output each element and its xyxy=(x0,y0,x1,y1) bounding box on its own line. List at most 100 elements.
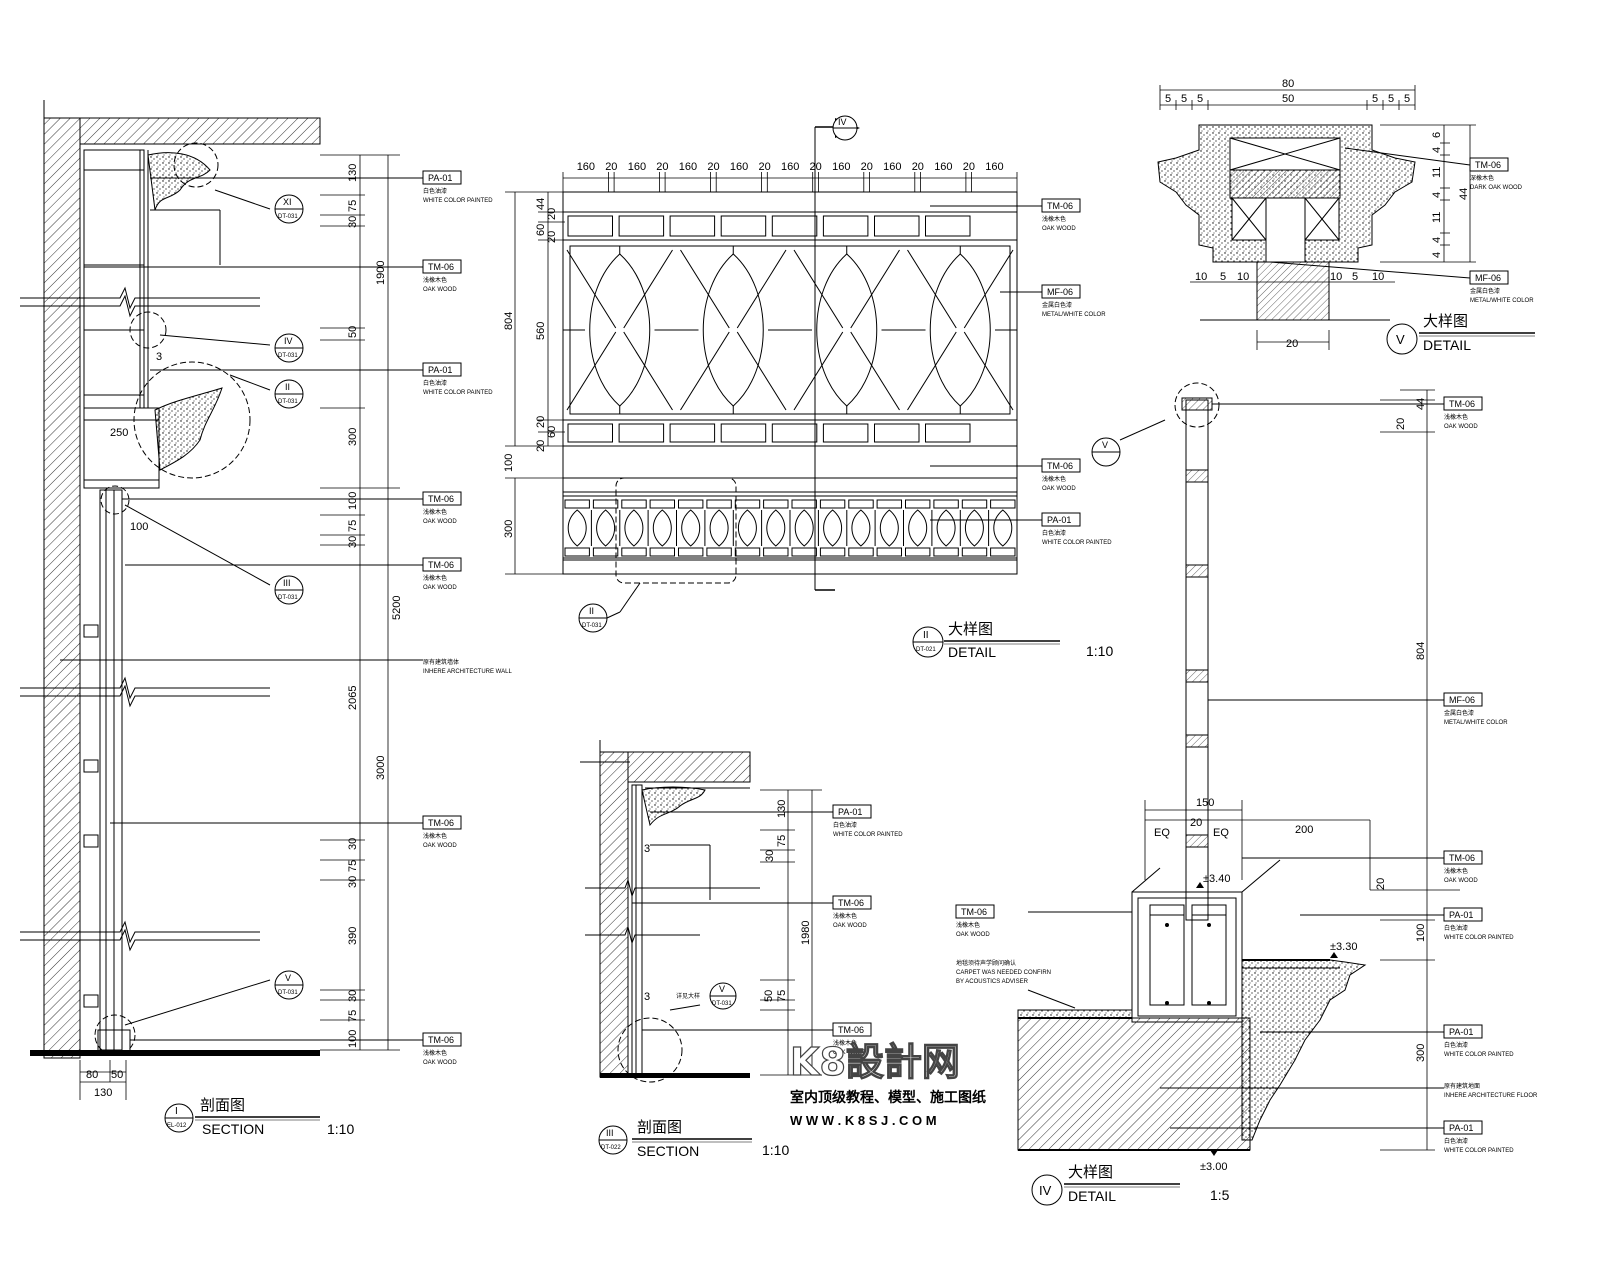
callout-v-num: V xyxy=(285,973,291,983)
dim-text: 20 xyxy=(605,161,617,173)
dim-text: 80 xyxy=(1282,78,1294,90)
tag-pa-01: PA-01 白色油漆 WHITE COLOR PAINTED xyxy=(1443,907,1514,941)
tag-cn: 原有建筑墙体 xyxy=(423,658,459,666)
tag-code: PA-01 xyxy=(1449,1123,1473,1133)
detail-note: 详见大样 xyxy=(676,992,700,1000)
tag-en: WHITE COLOR PAINTED xyxy=(1042,540,1112,546)
callout-ii-ref: DT-031 xyxy=(278,399,298,405)
callout-v-d: V xyxy=(1091,437,1121,467)
section-iii-tags: PA-01 白色油漆 WHITE COLOR PAINTED TM-06 浅橡木… xyxy=(832,804,903,1056)
section-i-title-cn: 剖面图 xyxy=(200,1097,245,1114)
section-i-scale: 1:10 xyxy=(327,1121,354,1137)
tag-code: TM-06 xyxy=(1475,160,1501,170)
callout-ii-num: II xyxy=(285,382,290,392)
tag-carpet: 地毯须待声学顾问确认 CARPET WAS NEEDED CONFIRN BY … xyxy=(956,959,1051,985)
tag-cn: 浅橡木色 xyxy=(423,276,447,284)
dim-text: 804 xyxy=(1415,642,1427,660)
callout-ii-b-ref: DT-031 xyxy=(582,623,602,629)
dim-text: 160 xyxy=(628,161,646,173)
tag-tm-06: TM-06 浅橡木色 OAK WOOD xyxy=(1041,198,1081,232)
tag-en: CARPET WAS NEEDED CONFIRN xyxy=(956,970,1051,976)
callout-v-ref: DT-031 xyxy=(278,990,298,996)
dim-text: 160 xyxy=(730,161,748,173)
tag-en: OAK WOOD xyxy=(1042,226,1076,232)
tag-en: OAK WOOD xyxy=(423,1060,457,1066)
dim-text: 160 xyxy=(934,161,952,173)
section-iii-title-cn: 剖面图 xyxy=(637,1119,682,1136)
level-mark: ±3.40 xyxy=(1203,873,1230,885)
section-i-callouts: XI DT-031 IV DT-031 II DT-031 III DT-031… xyxy=(274,194,304,1000)
dim-text: 20 xyxy=(810,161,822,173)
tag-en: OAK WOOD xyxy=(956,932,990,938)
callout-v: V DT-031 xyxy=(274,970,304,1000)
detail-ii-title-cn: 大样图 xyxy=(948,621,993,638)
dim-text: 20 xyxy=(535,416,547,428)
detail-v-title-cn: 大样图 xyxy=(1423,313,1468,330)
dim-text: 30 xyxy=(347,838,359,850)
tag-code: PA-01 xyxy=(1047,515,1071,525)
tag-cn: 原有建筑地面 xyxy=(1444,1082,1480,1090)
tag-cn: 白色油漆 xyxy=(1444,924,1468,932)
tag-tm-06: TM-06 浅橡木色 OAK WOOD xyxy=(955,904,995,938)
dim-text: 20 xyxy=(546,208,558,220)
tag-cn: 浅橡木色 xyxy=(423,508,447,516)
tag-mf-06: MF-06 金属白色漆 METAL/WHITE COLOR xyxy=(1041,284,1106,318)
dim-text: 130 xyxy=(94,1087,112,1099)
tag-en: OAK WOOD xyxy=(833,923,867,929)
tag-tm-06: TM-06 浅橡木色 OAK WOOD xyxy=(422,815,462,849)
dim-text: 20 xyxy=(1375,878,1387,890)
dim-text: 160 xyxy=(832,161,850,173)
dim-text: EQ xyxy=(1213,827,1229,839)
callout-v-c-ref: DT-031 xyxy=(712,1001,732,1007)
tag-cn: 白色油漆 xyxy=(833,821,857,829)
callout-iv: IV DT-031 xyxy=(274,333,304,363)
tag-cn: 浅橡木色 xyxy=(1042,215,1066,223)
detail-iv-marker: IV xyxy=(1039,1183,1052,1198)
dim-text: 20 xyxy=(546,231,558,243)
tag-arch-floor: 原有建筑地面 INHERE ARCHITECTURE FLOOR xyxy=(1444,1082,1538,1099)
tag-en: WHITE COLOR PAINTED xyxy=(423,390,493,396)
dim-text: 300 xyxy=(347,428,359,446)
tag-en: METAL/WHITE COLOR xyxy=(1042,312,1106,318)
tag-en: WHITE COLOR PAINTED xyxy=(423,198,493,204)
dim-text: 60 xyxy=(546,426,558,438)
dim-text: 10 xyxy=(1330,271,1342,283)
dim-text: 30 xyxy=(347,990,359,1002)
dim-text: 5 xyxy=(1165,93,1171,105)
section-iii-title-en: SECTION xyxy=(637,1143,699,1159)
dim-text: 11 xyxy=(1431,212,1443,223)
callout-v-c: V DT-031 xyxy=(709,982,737,1010)
tag-en: WHITE COLOR PAINTED xyxy=(833,832,903,838)
tag-pa-01: PA-01 白色油漆 WHITE COLOR PAINTED xyxy=(1443,1120,1514,1154)
dim-text: 5 xyxy=(1197,93,1203,105)
tag-code: TM-06 xyxy=(428,262,454,272)
tag-en: OAK WOOD xyxy=(423,585,457,591)
dim-text: 5 xyxy=(1404,93,1410,105)
level-mark: ±3.30 xyxy=(1330,941,1357,953)
detail-v-tags: TM-06 深橡木色 DARK OAK WOOD MF-06 金属白色漆 MET… xyxy=(1469,157,1534,304)
tag-cn: 浅橡木色 xyxy=(833,912,857,920)
tag-cn: 浅橡木色 xyxy=(1444,413,1468,421)
dim-text: 5200 xyxy=(391,596,403,620)
tag-en: METAL/WHITE COLOR xyxy=(1444,720,1508,726)
tag-code: MF-06 xyxy=(1475,273,1501,283)
callout-ii-b-num: II xyxy=(589,606,594,616)
detail-ii-marker-ref: DT-021 xyxy=(916,647,936,653)
dim-text: 100 xyxy=(503,454,515,472)
detail-iv-title: IV 大样图 DETAIL 1:5 xyxy=(1031,1164,1230,1206)
dim-text: 30 xyxy=(347,216,359,228)
dim-text: 3 xyxy=(156,351,162,363)
section-i-marker-ref: EL-012 xyxy=(167,1123,187,1129)
detail-ii-tags: TM-06 浅橡木色 OAK WOOD MF-06 金属白色漆 METAL/WH… xyxy=(1041,198,1112,546)
dim-text: 100 xyxy=(1415,924,1427,942)
dim-text: 20 xyxy=(1286,338,1298,350)
tag-cn: 地毯须待声学顾问确认 xyxy=(956,959,1016,967)
dim-text: 250 xyxy=(110,427,128,439)
dim-text: 560 xyxy=(535,322,547,340)
dim-text: 150 xyxy=(1196,797,1214,809)
dim-text: 75 xyxy=(776,990,788,1002)
dim-text: 390 xyxy=(347,927,359,945)
tag-code: TM-06 xyxy=(428,818,454,828)
tag-en: OAK WOOD xyxy=(423,287,457,293)
